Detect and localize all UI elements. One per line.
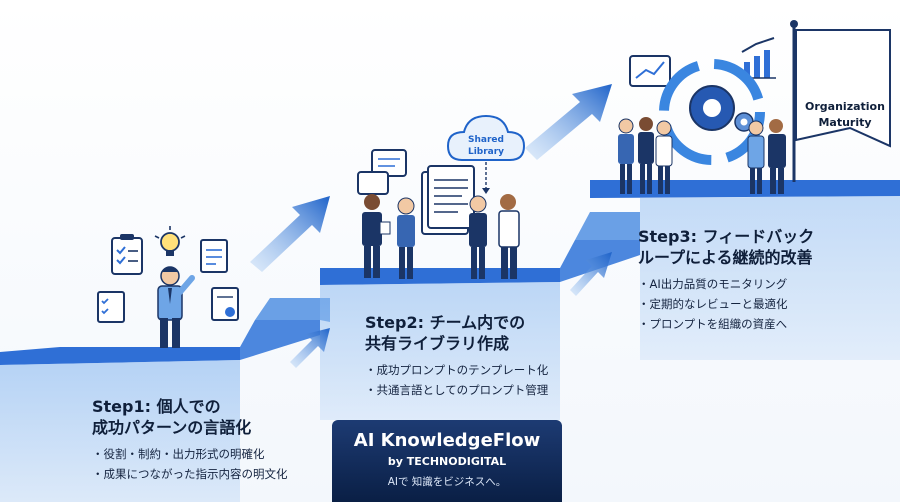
checklist-icon bbox=[97, 291, 125, 323]
step2-bullet: 成功プロンプトのテンプレート化 bbox=[365, 360, 549, 380]
person-step3-c bbox=[655, 120, 673, 194]
stair-mid2-b bbox=[575, 212, 640, 240]
step1-title-line1: Step1: 個人での bbox=[92, 397, 221, 416]
step3-bullet: AI出力品質のモニタリング bbox=[638, 274, 814, 294]
document-icon bbox=[200, 239, 228, 273]
step3-title-line2: ループによる継続的改善 bbox=[638, 248, 813, 267]
stair-mid1-a bbox=[240, 320, 320, 360]
brand-name: AI KnowledgeFlow bbox=[353, 430, 541, 451]
step2-bullets: 成功プロンプトのテンプレート化 共通言語としてのプロンプト管理 bbox=[365, 360, 549, 400]
chart-window-icon bbox=[629, 55, 671, 87]
person-step3-e bbox=[768, 119, 786, 194]
person-step3-a bbox=[618, 118, 634, 194]
report-icon bbox=[211, 287, 239, 321]
progress-arrows bbox=[250, 84, 612, 368]
person-step2-b bbox=[397, 197, 415, 279]
brand-byline: by TECHNODIGITAL bbox=[387, 455, 507, 468]
arrow-up-2 bbox=[525, 84, 612, 160]
person-step3-b bbox=[638, 117, 654, 194]
chat-bubble-icon bbox=[357, 149, 407, 195]
cloud-label-line2: Library bbox=[468, 147, 504, 157]
stair-mid1-b bbox=[255, 298, 330, 322]
brand-card: AI KnowledgeFlow by TECHNODIGITAL AIで 知識… bbox=[332, 420, 562, 502]
person-step1 bbox=[157, 266, 195, 348]
arrow-small-2 bbox=[570, 252, 612, 296]
step1-title-line2: 成功パターンの言語化 bbox=[92, 418, 252, 437]
flag-label-line2: Maturity bbox=[818, 116, 871, 129]
shared-document-icon bbox=[421, 165, 475, 235]
step1-illustration bbox=[97, 226, 239, 348]
team-step3 bbox=[618, 117, 786, 194]
lightbulb-icon bbox=[154, 226, 186, 256]
step2-title-line2: 共有ライブラリ作成 bbox=[365, 334, 510, 353]
person-step3-d bbox=[747, 120, 765, 194]
step3-bullet: プロンプトを組織の資産へ bbox=[638, 314, 814, 334]
step2-bullet: 共通言語としてのプロンプト管理 bbox=[365, 380, 549, 400]
person-step2-a bbox=[362, 194, 391, 278]
clipboard-icon bbox=[111, 234, 143, 275]
cloud-label-line1: Shared bbox=[468, 135, 504, 145]
step1-block: Step1: 個人での 成功パターンの言語化 役割・制約・出力形式の明確化 成果… bbox=[92, 396, 288, 484]
person-step2-d bbox=[498, 194, 520, 279]
arrow-up-1 bbox=[250, 196, 330, 272]
step3-bullets: AI出力品質のモニタリング 定期的なレビューと最適化 プロンプトを組織の資産へ bbox=[638, 274, 814, 334]
step2-block: Step2: チーム内での 共有ライブラリ作成 成功プロンプトのテンプレート化 … bbox=[365, 312, 548, 400]
shared-library-cloud-icon: Shared Library bbox=[446, 114, 526, 194]
maturity-flag: Organization Maturity bbox=[790, 20, 891, 182]
brand-tagline: AIで 知識をビジネスへ。 bbox=[387, 476, 507, 488]
stair-step1-top bbox=[0, 347, 240, 365]
cycle-gear-icon bbox=[659, 59, 765, 165]
step1-bullet: 成果につながった指示内容の明文化 bbox=[92, 464, 288, 484]
stair-step3-top bbox=[590, 180, 900, 198]
step2-title-line1: Step2: チーム内での bbox=[365, 313, 526, 332]
step3-bullet: 定期的なレビューと最適化 bbox=[638, 294, 814, 314]
arrow-small-1 bbox=[290, 328, 330, 368]
step3-block: Step3: フィードバック ループによる継続的改善 AI出力品質のモニタリング… bbox=[638, 226, 814, 334]
step1-bullet: 役割・制約・出力形式の明確化 bbox=[92, 444, 288, 464]
flag-cloth bbox=[795, 29, 891, 148]
step3-illustration bbox=[618, 37, 786, 194]
flag-label-line1: Organization bbox=[805, 100, 885, 113]
person-step2-c bbox=[469, 195, 487, 279]
step3-title-line1: Step3: フィードバック bbox=[638, 227, 815, 246]
step2-illustration: Shared Library bbox=[357, 114, 526, 279]
step1-bullets: 役割・制約・出力形式の明確化 成果につながった指示内容の明文化 bbox=[92, 444, 288, 484]
